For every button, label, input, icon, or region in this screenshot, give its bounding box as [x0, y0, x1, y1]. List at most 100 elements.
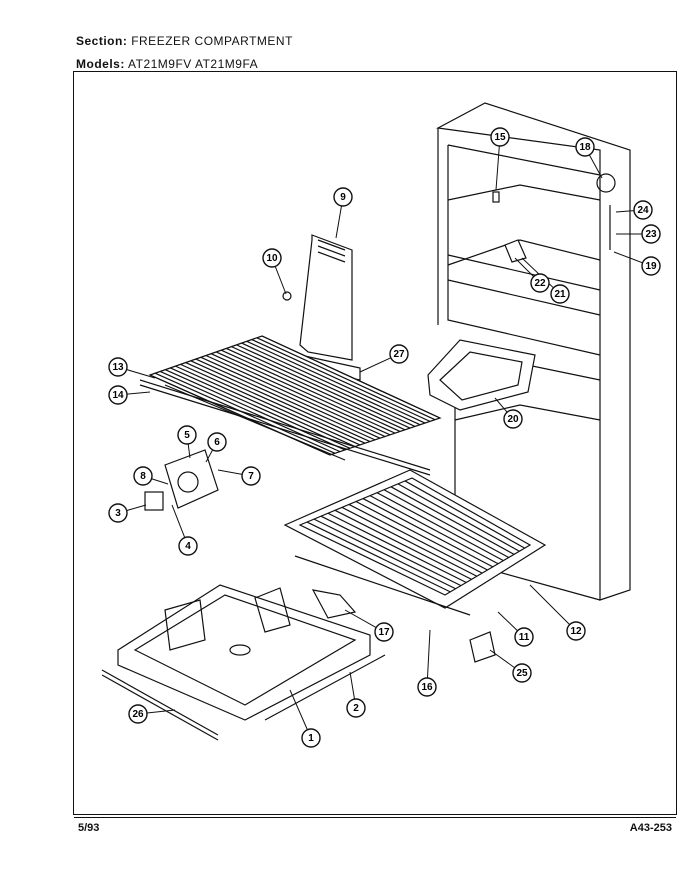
callout-leader-15 [495, 145, 500, 191]
callout-3: 3 [108, 503, 147, 523]
models-value: AT21M9FV AT21M9FA [128, 57, 259, 71]
callout-circle-2 [346, 698, 366, 718]
callout-14: 14 [108, 385, 151, 405]
callout-circle-17 [374, 622, 394, 642]
callout-9: 9 [333, 187, 353, 239]
callout-12: 12 [529, 584, 586, 641]
callout-number-25: 25 [516, 668, 528, 679]
diagram-frame: 5/93 A43-253 [73, 71, 677, 834]
callout-circle-20 [503, 409, 523, 429]
callout-26: 26 [128, 704, 176, 724]
callout-circle-13 [108, 357, 128, 377]
bottom-panel [117, 584, 371, 721]
callout-22: 22 [514, 257, 550, 293]
callout-13: 13 [108, 357, 156, 379]
callout-11: 11 [497, 611, 534, 647]
callout-leader-20 [494, 397, 508, 413]
callout-circle-19 [641, 256, 661, 276]
callout-leader-8 [151, 478, 169, 485]
models-header: Models: AT21M9FV AT21M9FA [76, 57, 258, 71]
callout-number-6: 6 [214, 437, 220, 448]
callout-circle-14 [108, 385, 128, 405]
callout-circle-3 [108, 503, 128, 523]
callout-leader-2 [349, 671, 356, 700]
callout-number-10: 10 [266, 253, 278, 264]
callout-number-24: 24 [637, 205, 649, 216]
callout-circle-25 [512, 663, 532, 683]
callout-leader-24 [615, 210, 635, 213]
callout-circle-22 [530, 273, 550, 293]
callout-23: 23 [616, 224, 661, 244]
callout-leader-26 [146, 709, 176, 714]
callout-circle-27 [389, 344, 409, 364]
callout-leader-11 [497, 611, 518, 632]
callout-leader-27 [359, 357, 392, 373]
callout-leader-18 [588, 154, 603, 179]
callout-leader-9 [335, 205, 342, 239]
callout-number-21: 21 [554, 289, 566, 300]
callout-number-9: 9 [340, 192, 346, 203]
callout-leader-6 [205, 449, 214, 463]
callout-leader-14 [126, 391, 151, 395]
callout-leader-10 [274, 266, 287, 295]
callout-circle-23 [641, 224, 661, 244]
callout-number-26: 26 [132, 709, 144, 720]
footer-rule [74, 817, 676, 818]
callout-8: 8 [133, 466, 169, 486]
callout-circle-8 [133, 466, 153, 486]
callout-7: 7 [217, 466, 261, 486]
ice-bin [427, 339, 536, 411]
callout-2: 2 [346, 671, 366, 718]
callout-number-13: 13 [112, 362, 124, 373]
callout-number-20: 20 [507, 414, 519, 425]
callout-circle-10 [262, 248, 282, 268]
callout-leader-12 [529, 584, 570, 625]
callout-number-1: 1 [308, 733, 314, 744]
callout-number-27: 27 [393, 349, 405, 360]
callout-number-15: 15 [494, 132, 506, 143]
callout-circle-1 [301, 728, 321, 748]
callout-18: 18 [575, 137, 603, 179]
callout-5: 5 [177, 425, 197, 459]
callout-circle-7 [241, 466, 261, 486]
models-label: Models: [76, 57, 125, 71]
callout-20: 20 [494, 397, 523, 429]
callout-15: 15 [490, 127, 510, 191]
section-header: Section: FREEZER COMPARTMENT [76, 34, 293, 48]
callout-leader-17 [344, 609, 377, 629]
callout-leader-7 [217, 469, 243, 475]
callout-leader-16 [426, 629, 431, 679]
callout-number-14: 14 [112, 390, 124, 401]
callout-leader-25 [489, 649, 515, 669]
footer-date: 5/93 [78, 822, 100, 834]
callout-25: 25 [489, 649, 532, 683]
callout-number-12: 12 [570, 626, 582, 637]
callout-circle-24 [633, 200, 653, 220]
callout-number-8: 8 [140, 471, 146, 482]
callout-circle-16 [417, 677, 437, 697]
callout-number-17: 17 [378, 627, 390, 638]
callout-circle-11 [514, 627, 534, 647]
callout-number-2: 2 [353, 703, 359, 714]
small-parts [282, 173, 616, 663]
callout-leader-3 [126, 504, 147, 512]
callout-1: 1 [289, 689, 321, 748]
callout-number-23: 23 [645, 229, 657, 240]
callout-leader-22 [514, 257, 534, 277]
callout-number-16: 16 [421, 682, 433, 693]
callout-leader-1 [289, 689, 308, 730]
callout-leader-13 [126, 369, 156, 379]
callout-number-22: 22 [534, 278, 546, 289]
callout-circle-21 [550, 284, 570, 304]
callout-19: 19 [613, 251, 661, 276]
callout-circle-15 [490, 127, 510, 147]
callout-circle-9 [333, 187, 353, 207]
callout-number-5: 5 [184, 430, 190, 441]
callout-number-7: 7 [248, 471, 254, 482]
glass-shelf [283, 469, 547, 609]
callout-6: 6 [205, 432, 227, 463]
callout-17: 17 [344, 609, 394, 642]
callout-circle-18 [575, 137, 595, 157]
callout-circle-4 [178, 536, 198, 556]
